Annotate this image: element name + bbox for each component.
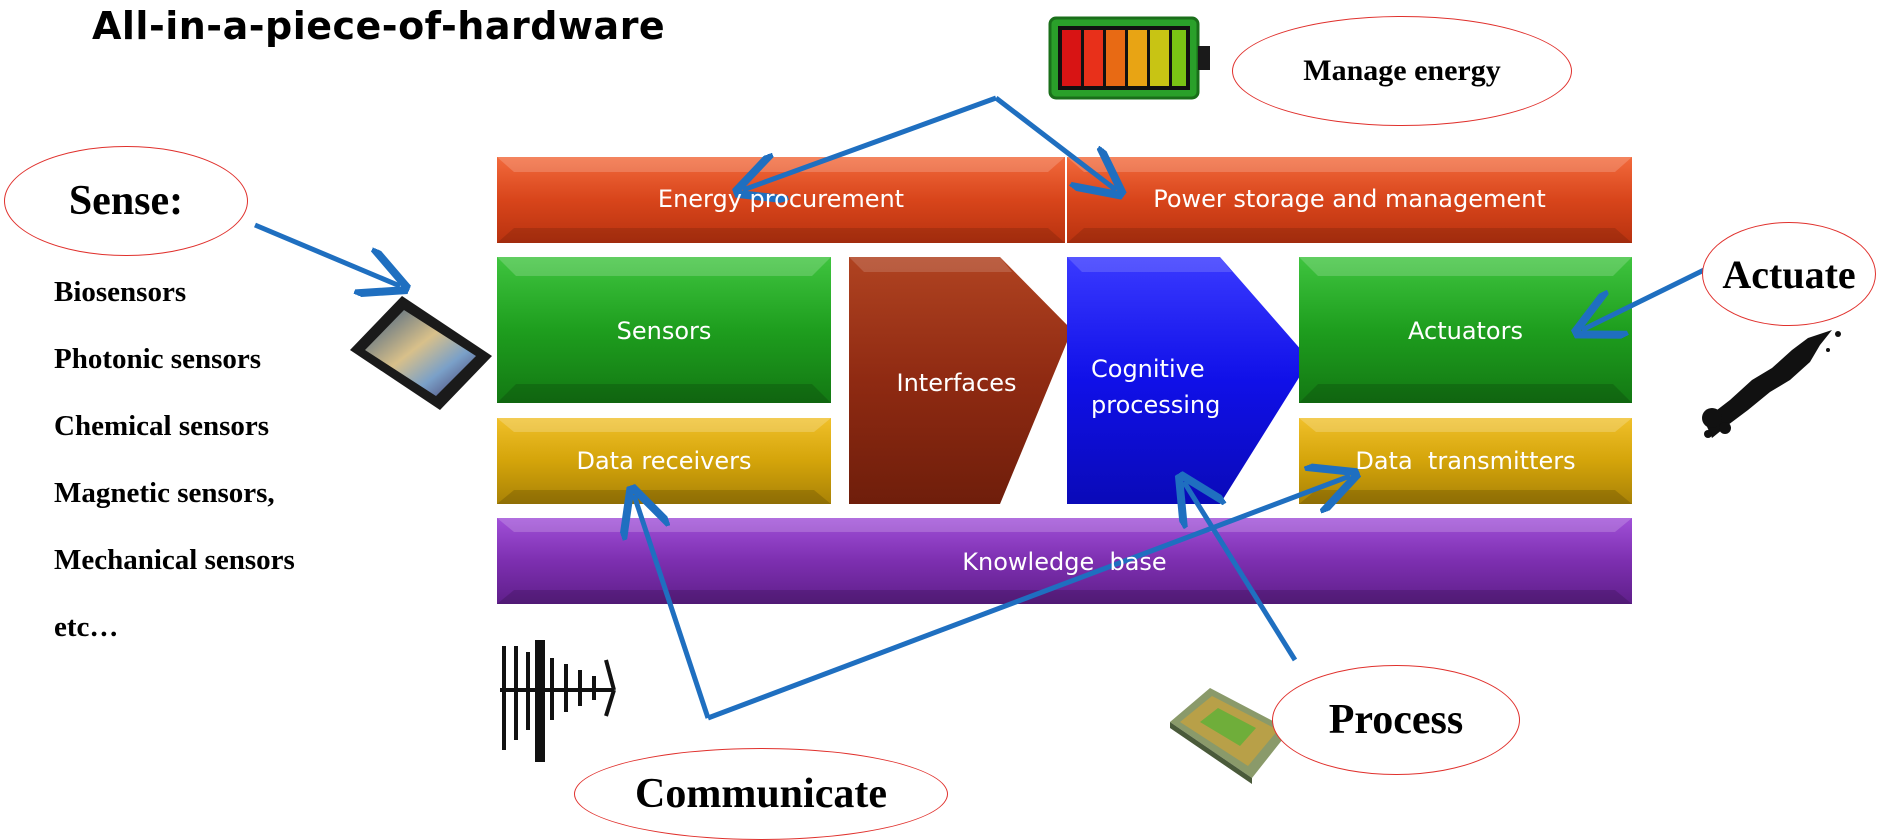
arrow-communicate-to-transmitters [707,476,1350,721]
manage-energy-callout: Manage energy [1232,16,1572,126]
interfaces-block [849,257,1072,504]
process-callout: Process [1272,665,1520,775]
data-transmitters-block [1299,418,1632,504]
sensor-types-list: Biosensors Photonic sensors Chemical sen… [54,262,295,664]
data-receivers-block [497,418,831,504]
process-text: Process [1328,697,1464,743]
battery-icon [1048,16,1210,100]
sense-text: Sense: [68,178,184,224]
manage-energy-text: Manage energy [1303,54,1501,87]
actuate-callout: Actuate [1702,222,1876,326]
arrow-manage-energy-to-storage [994,96,1116,190]
list-item: Photonic sensors [54,343,262,375]
arrow-communicate-to-receivers [634,495,711,719]
power-storage-block [1067,157,1632,243]
processor-chip-icon [1170,688,1290,784]
communicate-text: Communicate [635,771,887,817]
list-item: Mechanical sensors [54,544,295,576]
list-item: Magnetic sensors, [54,477,275,509]
actuate-text: Actuate [1722,251,1856,297]
energy-procurement-block [497,157,1065,243]
arrow-manage-energy-to-procurement [743,95,997,190]
list-item: etc… [54,611,119,643]
image-sensor-chip-icon [350,296,492,410]
list-item: Biosensors [54,276,187,308]
list-item: Chemical sensors [54,410,270,442]
page-title: All-in-a-piece-of-hardware [92,4,666,48]
communicate-callout: Communicate [574,748,948,840]
arrow-sense-to-chip [254,222,400,286]
cognitive-processing-block [1067,257,1310,504]
arrow-process-to-cognitive [1184,482,1298,662]
antenna-icon [500,640,616,762]
sense-callout: Sense: [4,146,248,256]
arrow-actuate-to-actuators [1582,267,1706,330]
knowledge-base-block [497,518,1632,604]
sensors-block [497,257,831,403]
actuator-splash-icon [1702,330,1841,438]
connector-arrows [254,95,1706,721]
